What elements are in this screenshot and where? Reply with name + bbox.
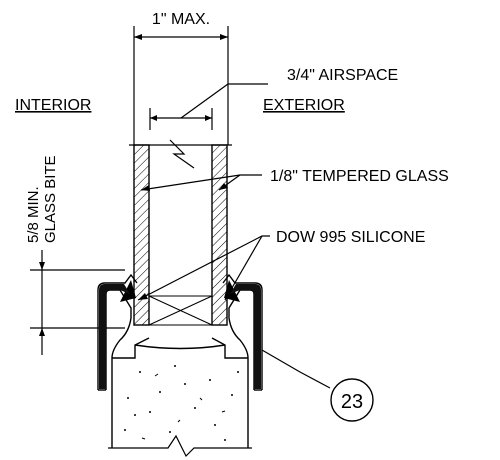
tempered-glass-label: 1/8" TEMPERED GLASS	[270, 168, 449, 185]
exterior-label: EXTERIOR	[263, 97, 345, 114]
glass-bite-label-line1: 5/8 MIN.	[25, 186, 42, 243]
silicone-label: DOW 995 SILICONE	[276, 229, 425, 246]
gasket-left	[99, 284, 130, 389]
detail-tag: 23	[261, 349, 374, 422]
concrete-curb	[108, 358, 252, 458]
glass-bite-label-line2: GLASS BITE	[42, 155, 59, 243]
max-width-dimension: 1" MAX.	[133, 11, 229, 145]
airspace-dimension: 3/4" AIRSPACE	[149, 67, 398, 130]
gasket-right	[230, 284, 261, 389]
tempered-glass-callout: 1/8" TEMPERED GLASS	[140, 168, 449, 191]
interior-label: INTERIOR	[15, 97, 91, 114]
silicone-callout: DOW 995 SILICONE	[137, 229, 425, 301]
glass-bite-dimension: 5/8 MIN. GLASS BITE	[25, 155, 125, 355]
max-width-label: 1" MAX.	[152, 11, 210, 28]
detail-tag-number: 23	[341, 391, 363, 413]
airspace-label: 3/4" AIRSPACE	[287, 67, 398, 84]
